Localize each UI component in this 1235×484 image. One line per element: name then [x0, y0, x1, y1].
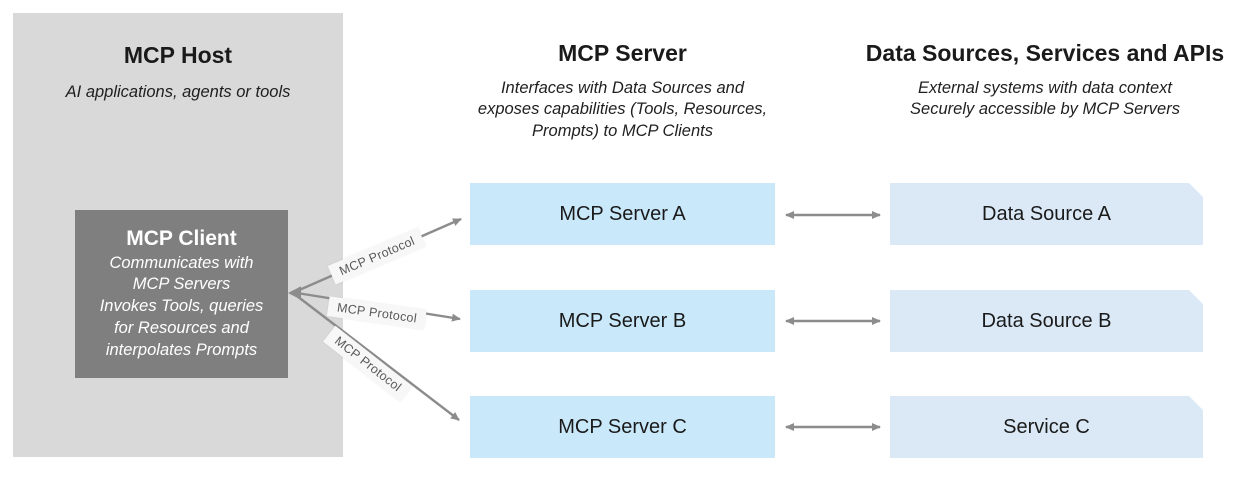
sources-header: Data Sources, Services and APIs External…	[855, 40, 1235, 121]
server-box-a-label: MCP Server A	[559, 202, 686, 225]
source-box-b-label: Data Source B	[981, 309, 1112, 332]
source-box-b: Data Source B	[890, 290, 1203, 352]
client-title: MCP Client	[126, 226, 237, 250]
servers-subtitle: Interfaces with Data Sources and exposes…	[445, 78, 800, 143]
client-description-line: for Resources and	[114, 318, 249, 337]
source-box-a-label: Data Source A	[982, 202, 1111, 225]
source-box-c-label: Service C	[1003, 415, 1090, 438]
source-box-a: Data Source A	[890, 183, 1203, 245]
server-box-a: MCP Server A	[470, 183, 775, 245]
host-subtitle: AI applications, agents or tools	[65, 82, 291, 101]
servers-subtitle-line: Interfaces with Data Sources and	[500, 78, 745, 97]
client-description-line: Communicates with	[109, 253, 254, 272]
client-description-line: MCP Servers	[132, 275, 231, 294]
server-box-b: MCP Server B	[470, 290, 775, 352]
sources-subtitle-line: External systems with data context	[917, 78, 1173, 97]
servers-header: MCP Server Interfaces with Data Sources …	[445, 40, 800, 143]
server-box-c-label: MCP Server C	[558, 415, 687, 438]
client-description-line: interpolates Prompts	[105, 340, 258, 359]
sources-subtitle: External systems with data context Secur…	[855, 78, 1235, 122]
servers-subtitle-line: Prompts) to MCP Clients	[532, 122, 713, 141]
mcp-client-box: MCP Client Communicates with MCP Servers…	[75, 210, 288, 378]
server-box-b-label: MCP Server B	[558, 309, 687, 332]
client-description: Communicates with MCP Servers Invokes To…	[75, 253, 288, 362]
servers-subtitle-line: exposes capabilities (Tools, Resources,	[477, 100, 768, 119]
host-title: MCP Host	[123, 42, 233, 68]
client-description-line: Invokes Tools, queries	[99, 297, 264, 316]
server-box-c: MCP Server C	[470, 396, 775, 458]
host-header: MCP Host AI applications, agents or tool…	[13, 42, 343, 103]
servers-title: MCP Server	[558, 40, 687, 66]
sources-title: Data Sources, Services and APIs	[865, 40, 1225, 66]
sources-subtitle-line: Securely accessible by MCP Servers	[910, 100, 1180, 119]
source-box-c: Service C	[890, 396, 1203, 458]
client-arrowhead	[288, 286, 301, 300]
server-to-source-arrows	[785, 211, 881, 431]
